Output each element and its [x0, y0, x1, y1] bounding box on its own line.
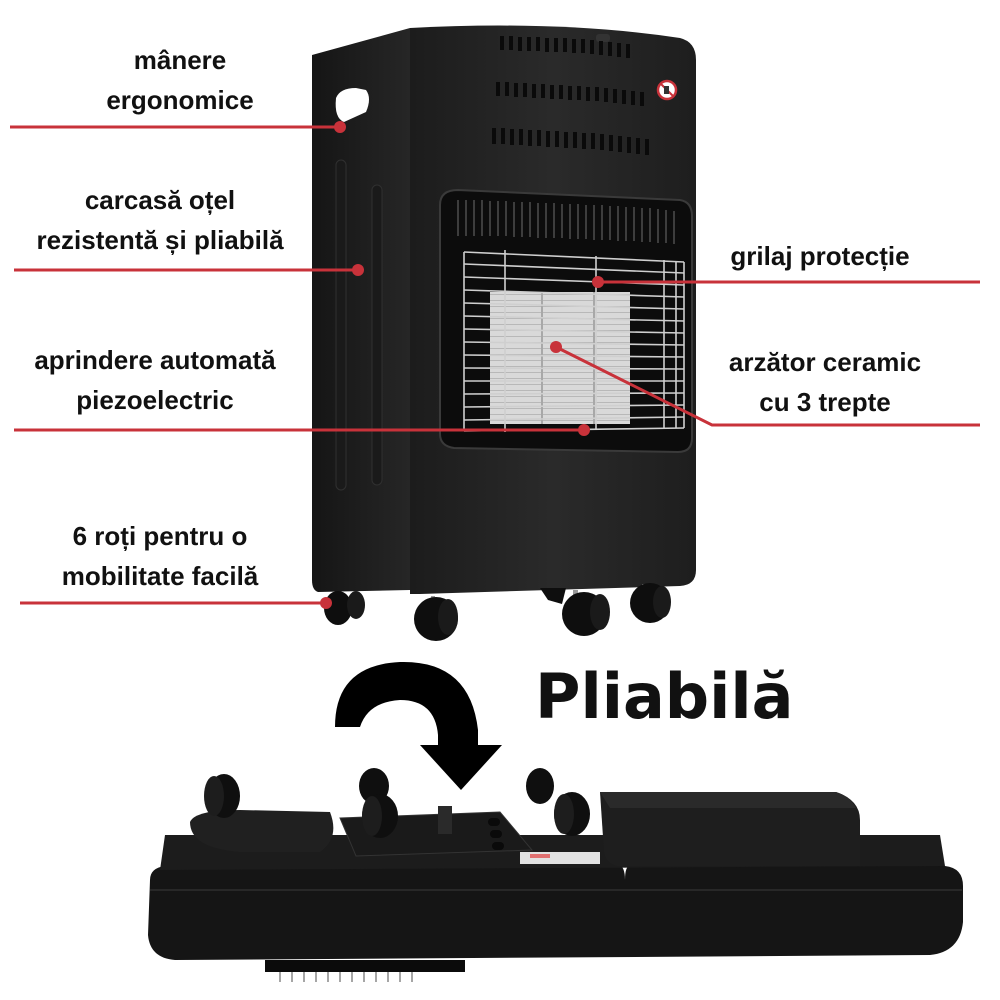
- foldable-title: Pliabilă: [535, 660, 794, 733]
- callout-label-handles: mânere ergonomice: [106, 45, 254, 115]
- callout-label-grill: grilaj protecție: [730, 241, 910, 271]
- callout-lines: [10, 125, 980, 605]
- callout-line-burner: [555, 345, 980, 427]
- heater-folded-image: [148, 768, 963, 982]
- callout-label-ignition: aprindere automată piezoelectric: [34, 345, 276, 415]
- callout-label-wheels: 6 roți pentru o mobilitate facilă: [61, 521, 259, 591]
- callout-dots: [320, 121, 604, 609]
- fold-arrow-icon: [335, 661, 502, 790]
- warning-sticker-icon: [656, 79, 678, 101]
- callout-label-housing: carcasă oțel rezistentă și pliabilă: [36, 185, 284, 255]
- callout-label-burner: arzător ceramic cu 3 trepte: [728, 347, 922, 417]
